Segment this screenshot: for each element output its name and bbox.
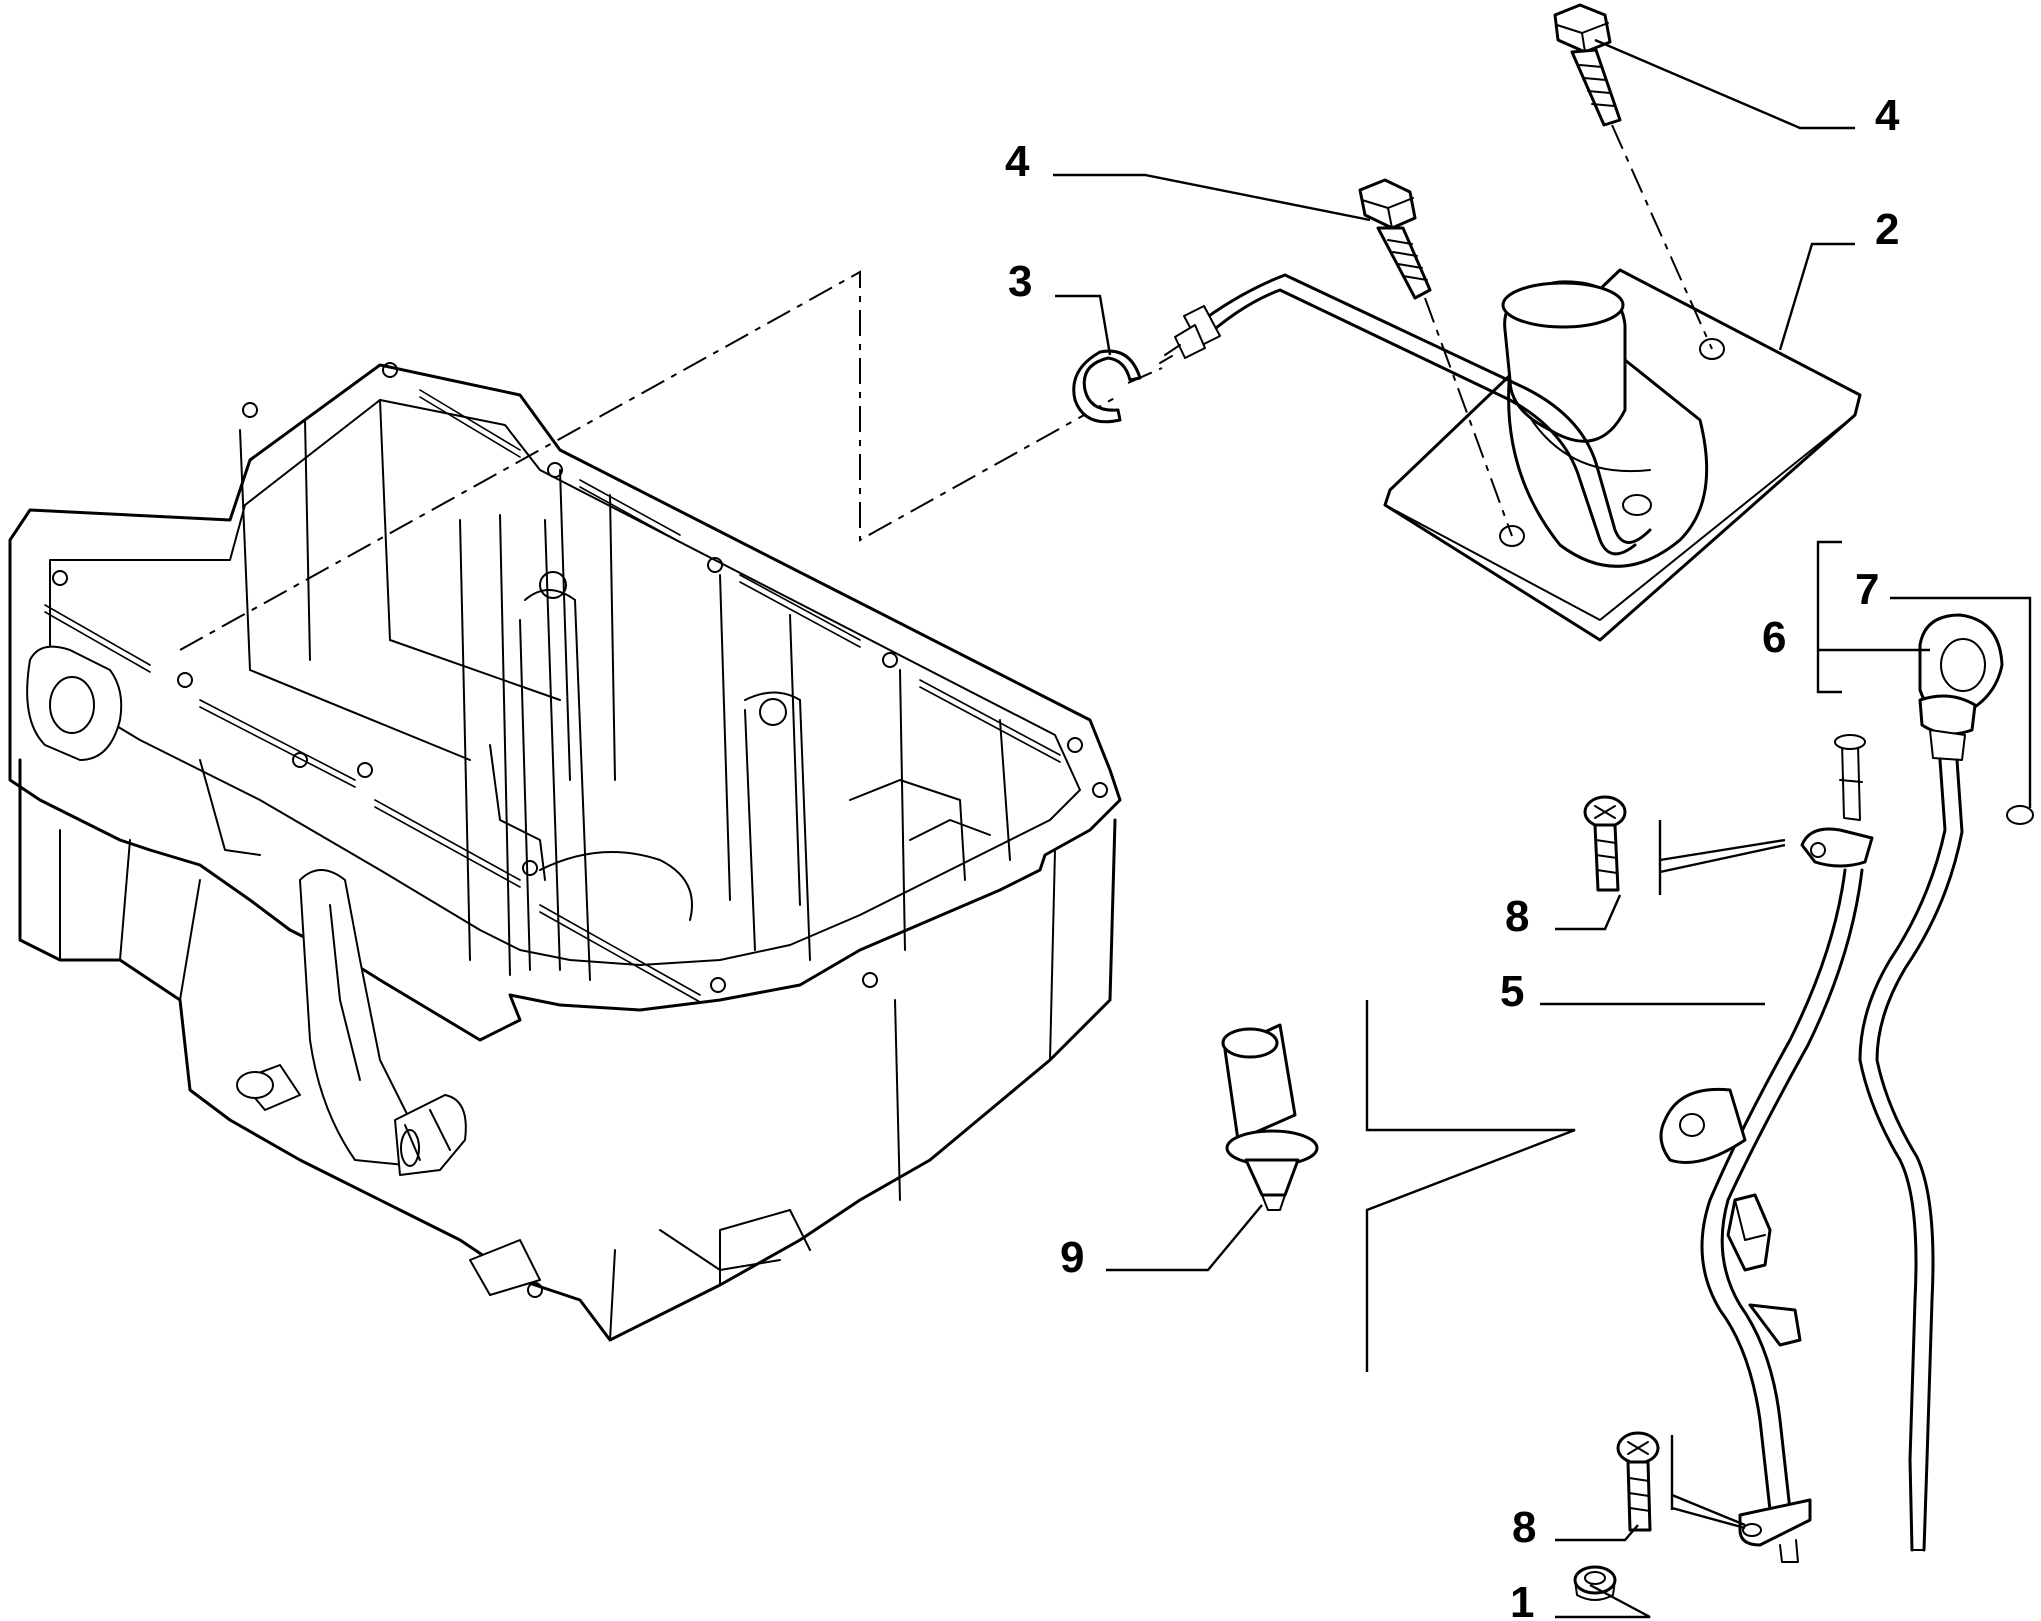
callout-8-upper: 8 [1505,892,1529,941]
oil-level-sensor [1573,1565,1617,1601]
callout-4-right: 4 [1875,91,1900,140]
dipstick-assembly [1858,613,2004,1552]
callout-4-left: 4 [1005,137,1030,186]
leader-1 [1555,1583,1651,1619]
leader-8-lower [1555,1493,1746,1542]
leader-4-right [1594,38,1855,130]
leader-8-upper [1555,838,1786,931]
dipstick-guide-tube [1659,734,1874,1563]
callout-9: 9 [1060,1233,1084,1282]
dipstick-seal [2006,805,2034,825]
leader-7 [1890,596,2032,808]
oil-drain-plug [1221,1023,1319,1211]
callout-6: 6 [1762,613,1786,662]
retaining-clip [1072,349,1163,424]
bracket-tube-group [1365,1000,1576,1372]
oil-sump-pan [8,362,1122,1342]
callout-1: 1 [1510,1578,1534,1621]
callout-8-lower: 8 [1512,1503,1536,1552]
leader-9 [1106,1204,1263,1272]
leader-4-left [1053,173,1371,222]
bracket-screw-upper [1583,795,1627,892]
callout-3: 3 [1008,257,1032,306]
centerline-sump-to-strainer [179,270,1121,651]
leader-3 [1055,294,1112,356]
oil-pick-up-strainer [1159,268,1862,642]
leader-2 [1778,242,1855,351]
bracket-dipstick-6-7 [1816,540,1842,694]
strainer-bolt-left [1358,178,1513,537]
bracket-screw-lower [1616,1431,1660,1532]
callout-5: 5 [1500,967,1524,1016]
callout-7: 7 [1855,565,1879,614]
callout-2: 2 [1875,205,1899,254]
